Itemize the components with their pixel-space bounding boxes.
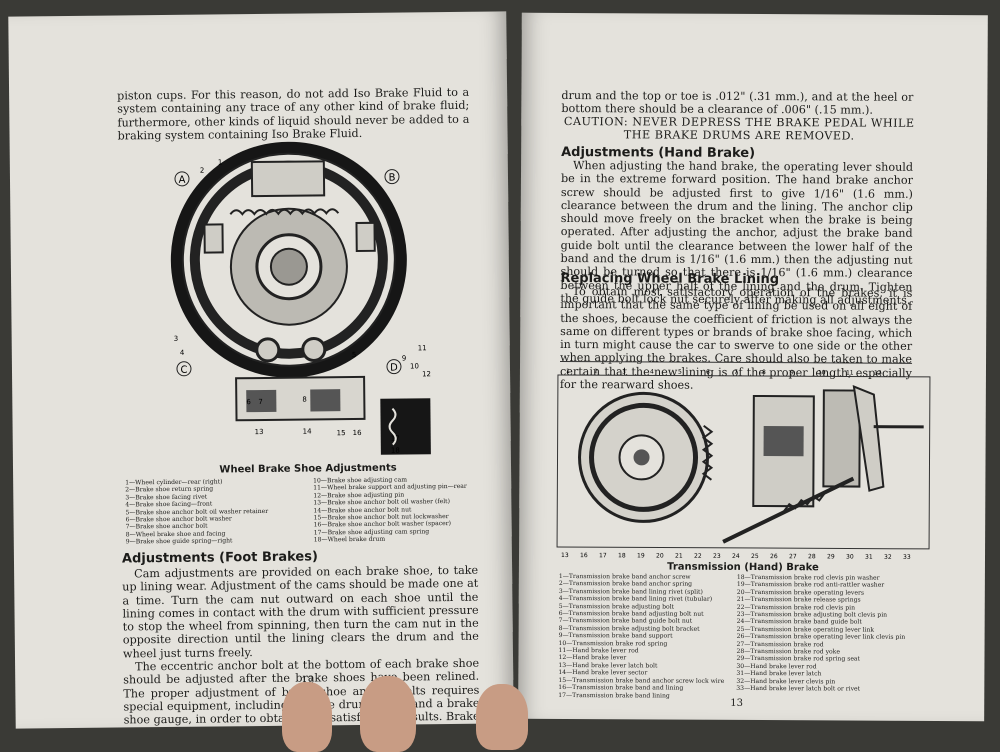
- callout-number: 24: [732, 553, 740, 560]
- bottom-callout-numbers: 13 16 17 18 19 20 21 22 23 24 25 26 27 28 29 30 31 32 33: [561, 552, 911, 561]
- callout-number: 30: [846, 553, 854, 560]
- callout-number: 19: [637, 552, 645, 559]
- callout-number: 2: [594, 368, 598, 375]
- callout-number: 25: [751, 553, 759, 560]
- callout-number: 12: [874, 370, 882, 377]
- adjusting-pin-detail: [380, 398, 431, 455]
- callout-number: 33: [903, 554, 911, 561]
- callout-number: 23: [713, 553, 721, 560]
- callout-number: 10: [818, 369, 826, 376]
- callout-a: A: [179, 175, 186, 186]
- callout-number: 16: [353, 429, 363, 437]
- callout-number: 28: [808, 553, 816, 560]
- finger-3: [476, 684, 528, 750]
- left-page: piston cups. For this reason, do not add…: [8, 11, 513, 728]
- anchor-bolt-right: [303, 338, 325, 360]
- callout-number: 17: [599, 552, 607, 559]
- anchor-bolt-left: [257, 339, 279, 361]
- foot-brakes-paragraph-1: Cam adjustments are provided on each bra…: [122, 564, 479, 661]
- operating-levers: [823, 390, 860, 486]
- left-intro-text: piston cups. For this reason, do not add…: [117, 86, 470, 143]
- callout-number: 18: [391, 447, 400, 455]
- callout-number: 1: [566, 368, 570, 375]
- callout-number: 11: [846, 369, 854, 376]
- callout-number: 1: [218, 158, 223, 166]
- callout-number: 9: [402, 354, 407, 362]
- right-page: drum and the top or toe is .012" (.31 mm…: [518, 13, 988, 721]
- callout-number: 4: [650, 368, 654, 375]
- adjusting-cam-right: [356, 223, 374, 251]
- callout-number: 32: [884, 554, 892, 561]
- callout-number: 7: [734, 369, 738, 376]
- legend-item: 33—Hand brake lever latch bolt or rivet: [736, 685, 912, 693]
- adjusting-cam-left: [204, 224, 222, 252]
- callout-number: 13: [561, 552, 569, 559]
- right-intro-text: drum and the top or toe is .012" (.31 mm…: [561, 89, 913, 117]
- callout-number: 17: [391, 435, 400, 443]
- callout-number: 27: [789, 553, 797, 560]
- callout-number: 9: [790, 369, 794, 376]
- legend-item: 17—Transmission brake band lining: [558, 691, 734, 699]
- callout-number: 13: [255, 428, 264, 436]
- callout-number: 5: [678, 369, 682, 376]
- finger-2: [360, 676, 416, 752]
- legend-item: 18—Wheel brake drum: [314, 535, 486, 544]
- callout-b: B: [389, 173, 396, 184]
- callout-d: D: [390, 363, 398, 374]
- callout-number: 15: [337, 429, 346, 437]
- caution-note: CAUTION: NEVER DEPRESS THE BRAKE PEDAL W…: [559, 115, 919, 143]
- hub-center: [271, 249, 307, 285]
- wheel-cylinder: [252, 161, 324, 196]
- callout-number: 18: [618, 552, 626, 559]
- callout-number: 12: [422, 370, 431, 378]
- legend-item: 9—Brake shoe guide spring—right: [126, 537, 312, 546]
- right-figure-caption: Transmission (Hand) Brake: [553, 561, 933, 574]
- callout-number: 21: [675, 553, 683, 560]
- left-figure-caption: Wheel Brake Shoe Adjustments: [163, 462, 453, 476]
- callout-number: 31: [865, 554, 873, 561]
- callout-number: 8: [302, 396, 307, 404]
- callout-number: 6: [246, 398, 251, 406]
- callout-number: 20: [656, 552, 664, 559]
- callout-number: 4: [180, 349, 185, 357]
- finger-1: [282, 682, 332, 752]
- callout-number: 26: [770, 553, 778, 560]
- callout-number: 16: [580, 552, 588, 559]
- callout-c: C: [180, 365, 187, 376]
- right-page-number: 13: [730, 698, 743, 709]
- callout-number: 2: [200, 167, 205, 175]
- callout-number: 5: [352, 351, 357, 359]
- callout-number: 3: [622, 368, 626, 375]
- callout-number: 7: [258, 398, 263, 406]
- callout-number: 6: [706, 369, 710, 376]
- callout-number: 11: [418, 344, 427, 352]
- left-legend-col-1: 1—Wheel cylinder—rear (right)2—Brake sho…: [125, 477, 312, 546]
- callout-number: 29: [827, 553, 835, 560]
- callout-number: 3: [174, 335, 179, 343]
- callout-number: 14: [303, 427, 313, 435]
- callout-number: 10: [410, 362, 419, 370]
- callout-number: 22: [694, 553, 702, 560]
- right-legend-col-2: 18—Transmission brake rod clevis pin was…: [736, 574, 913, 693]
- callout-number: 8: [762, 369, 766, 376]
- section-heading-foot-brakes: Adjustments (Foot Brakes): [122, 549, 318, 566]
